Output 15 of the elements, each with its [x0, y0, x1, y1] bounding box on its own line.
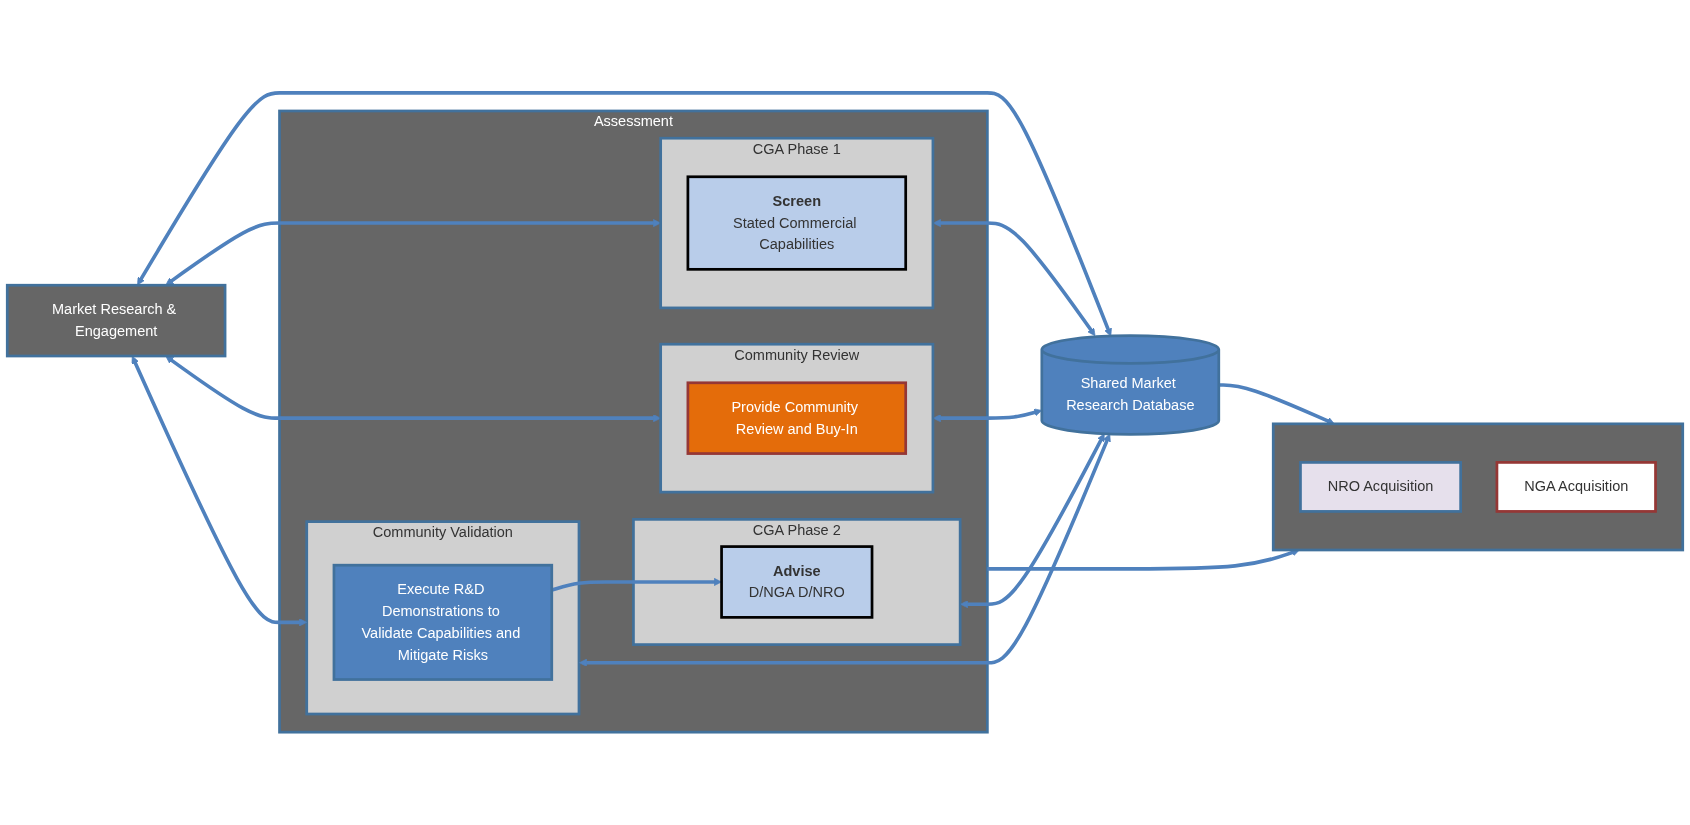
- node-box: NRO Acquisition: [1299, 461, 1462, 513]
- arrow: [932, 408, 1043, 423]
- arrow: [960, 433, 1105, 609]
- arrow: [932, 219, 1096, 337]
- arrow: [137, 91, 1112, 337]
- node-box: Advise D/NGA D/NRO: [720, 545, 874, 619]
- arrow: [131, 356, 308, 627]
- node-box: NGA Acquisition: [1495, 461, 1657, 513]
- arrow: [579, 433, 1111, 667]
- cluster: [1271, 422, 1685, 552]
- arrow: [551, 578, 722, 592]
- node-box: Execute R&D Demonstrations to Validate Capabilities and Mitigate Risks: [332, 563, 554, 681]
- node-box: Market Research & Engagement: [5, 283, 227, 358]
- node-box: Screen Stated Commercial Capabilities: [686, 175, 908, 271]
- node-box: Provide Community Review and Buy-In: [686, 381, 908, 455]
